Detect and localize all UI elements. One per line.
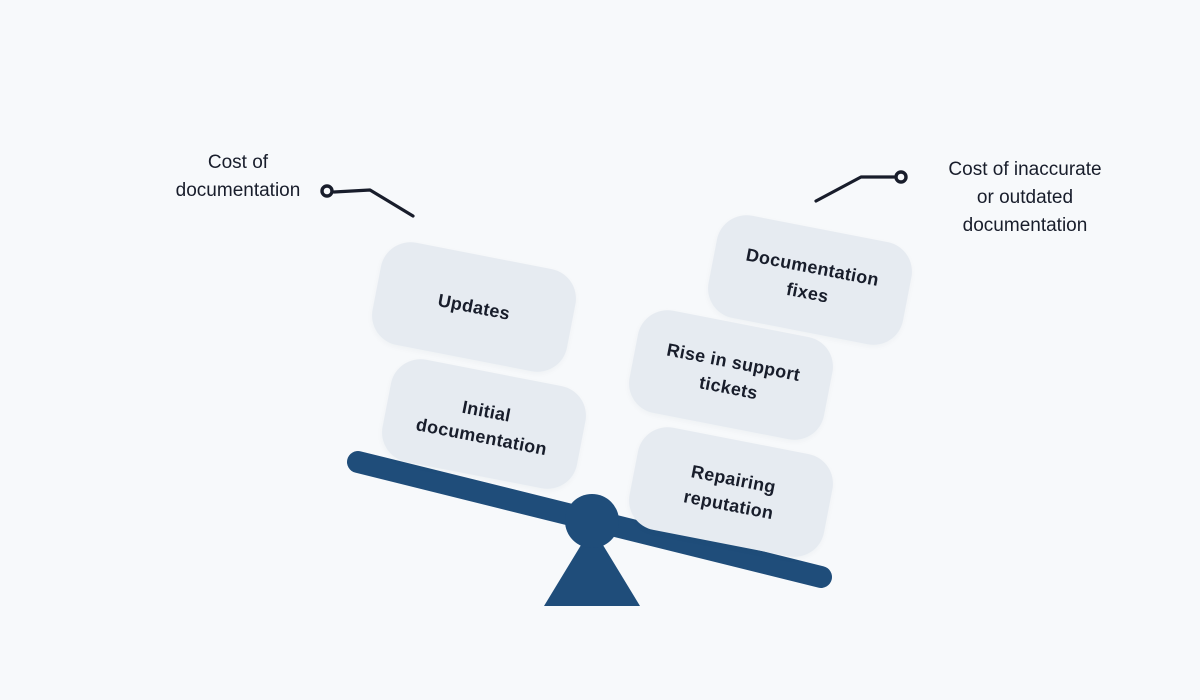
right-connector-line xyxy=(814,175,896,203)
card-line: Updates xyxy=(436,290,512,324)
right-connector-dot-icon xyxy=(894,170,908,184)
label-cost-of-documentation: Cost of documentation xyxy=(128,149,348,205)
label-line: Cost of inaccurate xyxy=(948,159,1102,180)
label-line: or outdated xyxy=(976,187,1074,208)
label-line: documentation xyxy=(962,215,1088,236)
left-connector-line xyxy=(332,188,415,218)
label-line: documentation xyxy=(175,180,301,201)
label-cost-of-inaccurate-documentation: Cost of inaccurate or outdated documenta… xyxy=(915,156,1135,240)
fulcrum-pivot-icon xyxy=(565,494,619,548)
label-line: Cost of xyxy=(207,152,269,173)
fulcrum-triangle-icon xyxy=(544,527,640,606)
left-connector-dot-icon xyxy=(320,184,334,198)
